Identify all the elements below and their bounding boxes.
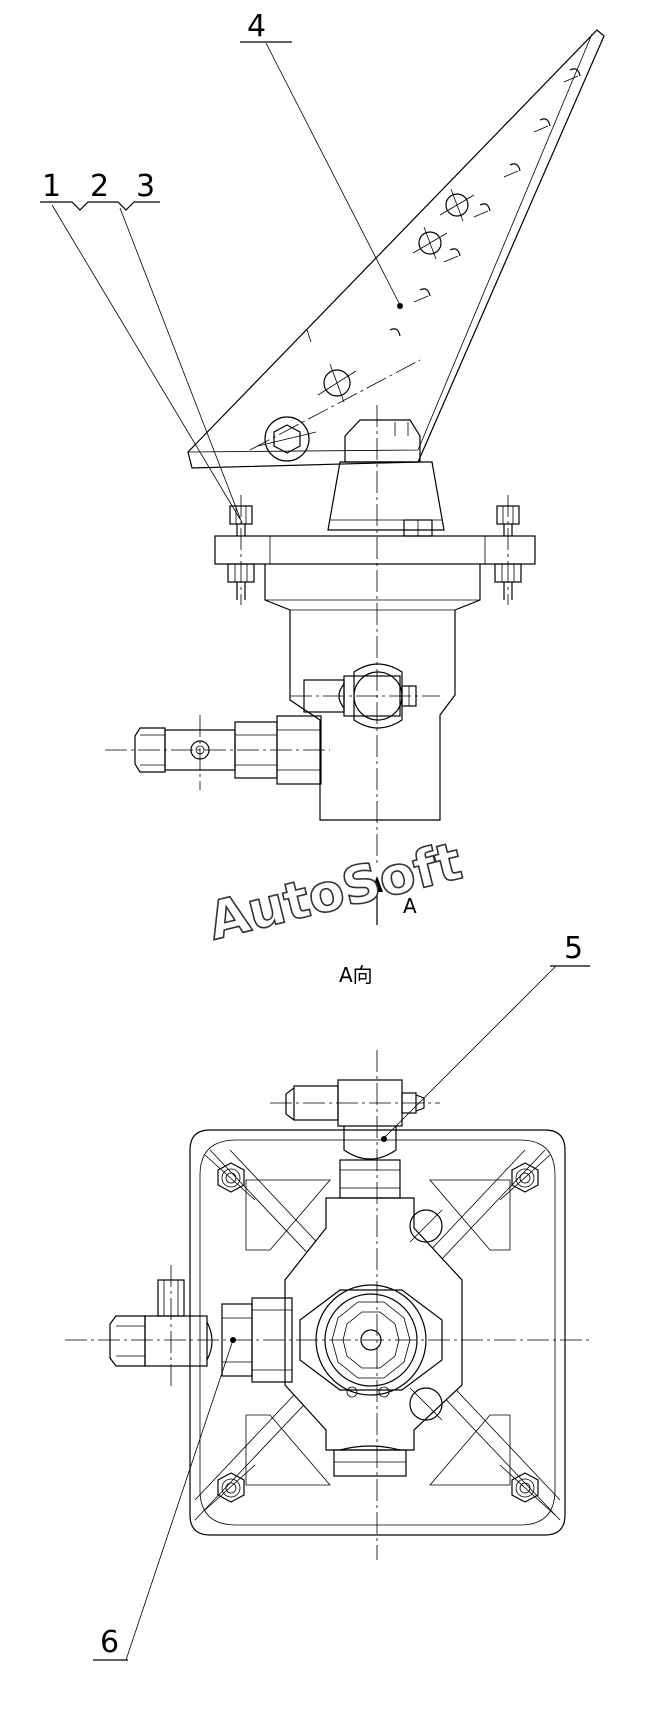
view-arrow-a: A xyxy=(371,876,417,925)
view-arrow-label: A xyxy=(403,894,417,918)
callout-3: 3 xyxy=(136,169,155,204)
valve-upper-body xyxy=(327,419,445,537)
pedal-plate xyxy=(187,29,605,469)
callout-6-number: 6 xyxy=(100,1625,119,1660)
callout-4-number: 4 xyxy=(247,9,266,44)
mounting-flange xyxy=(214,495,536,605)
callout-4: 4 xyxy=(240,9,403,309)
corner-nut-tr xyxy=(499,1154,551,1201)
watermark-logo: AutoSoft xyxy=(202,832,467,953)
bottom-nut xyxy=(333,1445,407,1477)
callout-2: 2 xyxy=(90,169,109,204)
callout-6: 6 xyxy=(93,1337,236,1661)
callout-5-number: 5 xyxy=(564,931,583,966)
pedal-valve-bottom-view xyxy=(65,1050,590,1560)
corner-nut-br xyxy=(499,1464,556,1516)
corner-nut-tl xyxy=(204,1154,256,1201)
valve-lower-body xyxy=(105,405,481,865)
corner-nut-bl xyxy=(204,1464,256,1511)
left-fitting xyxy=(109,1265,293,1390)
view-title: A向 xyxy=(339,963,373,987)
callout-1: 1 xyxy=(42,169,61,204)
pedal-valve-side-view: A xyxy=(105,29,605,925)
callout-5: 5 xyxy=(381,931,590,1142)
top-fitting xyxy=(270,1079,440,1199)
callout-1-2-3: 1 2 3 xyxy=(40,169,243,524)
